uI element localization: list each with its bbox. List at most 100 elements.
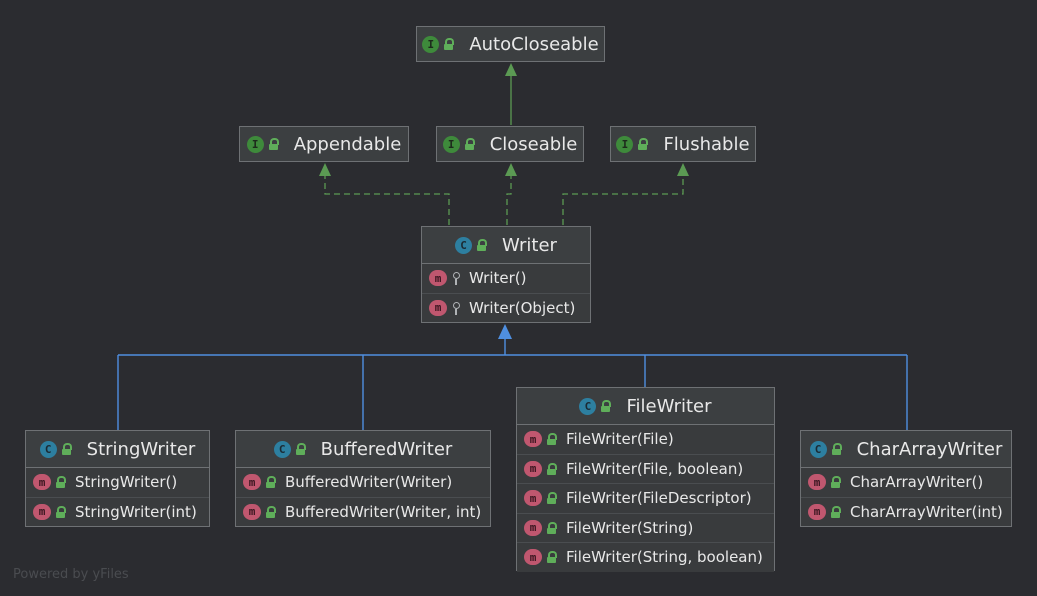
node-title: AutoCloseable: [469, 33, 599, 55]
method-icon: m: [33, 503, 51, 520]
method-icon: m: [524, 431, 542, 448]
lock-icon: [61, 443, 72, 455]
member-row[interactable]: m CharArrayWriter(): [801, 468, 1011, 498]
lock-icon: [476, 239, 488, 251]
node-title: Writer: [502, 234, 557, 256]
lock-icon: [546, 433, 557, 446]
lock-icon: [546, 521, 557, 534]
lock-icon: [464, 138, 475, 150]
arrowhead-closeable: [505, 163, 517, 176]
method-icon: m: [524, 549, 542, 566]
lock-icon: [265, 505, 276, 518]
member-row[interactable]: m BufferedWriter(Writer): [236, 468, 490, 498]
lock-icon: [443, 38, 455, 50]
member-list: m BufferedWriter(Writer) m BufferedWrite…: [236, 467, 490, 526]
edge-writer-appendable: [324, 176, 450, 225]
class-icon: C: [809, 440, 827, 458]
member-list: m FileWriter(File) m FileWriter(File, bo…: [517, 424, 774, 572]
member-row[interactable]: m FileWriter(String, boolean): [517, 543, 774, 572]
node-filewriter[interactable]: C FileWriter m FileWriter(File) m FileWr…: [516, 387, 775, 572]
arrowhead-flushable: [677, 163, 689, 176]
interface-icon: I: [246, 135, 264, 153]
node-title: Flushable: [663, 133, 750, 155]
interface-icon: I: [442, 135, 460, 153]
method-icon: m: [429, 299, 447, 316]
method-icon: m: [524, 460, 542, 477]
class-icon: C: [39, 440, 57, 458]
member-row[interactable]: m StringWriter(): [26, 468, 209, 498]
class-icon: C: [273, 440, 291, 458]
arrowhead-appendable: [319, 163, 331, 176]
method-icon: m: [524, 519, 542, 536]
lock-icon: [546, 551, 557, 564]
member-label: FileWriter(String): [566, 518, 694, 537]
node-closeable[interactable]: I Closeable: [436, 126, 584, 162]
node-chararraywriter[interactable]: C CharArrayWriter m CharArrayWriter() m …: [800, 430, 1012, 527]
node-title: BufferedWriter: [320, 438, 453, 460]
lock-icon: [600, 400, 612, 412]
key-icon: [451, 301, 461, 315]
member-label: FileWriter(File): [566, 430, 674, 449]
member-label: Writer(Object): [469, 298, 576, 317]
member-row[interactable]: m FileWriter(String): [517, 514, 774, 543]
member-row[interactable]: m FileWriter(File): [517, 425, 774, 455]
lock-icon: [265, 476, 276, 489]
interface-icon: I: [616, 135, 634, 153]
edge-closeable-autocloseable: [505, 63, 517, 125]
member-label: BufferedWriter(Writer): [285, 473, 453, 492]
lock-icon: [55, 505, 66, 518]
member-row[interactable]: m BufferedWriter(Writer, int): [236, 498, 490, 527]
node-title: FileWriter: [626, 395, 712, 417]
arrowhead-writer: [498, 324, 512, 339]
lock-icon: [546, 492, 557, 505]
key-icon: [451, 272, 461, 286]
method-icon: m: [243, 503, 261, 520]
lock-icon: [55, 476, 66, 489]
edge-writer-flushable: [562, 176, 684, 225]
member-row[interactable]: m FileWriter(File, boolean): [517, 455, 774, 484]
method-icon: m: [243, 474, 261, 491]
edge-subclasses-writer: [117, 338, 908, 430]
lock-icon: [830, 476, 841, 489]
lock-icon: [546, 462, 557, 475]
node-stringwriter[interactable]: C StringWriter m StringWriter() m String…: [25, 430, 210, 527]
node-title: Appendable: [293, 133, 402, 155]
member-label: FileWriter(String, boolean): [566, 548, 763, 567]
lock-icon: [295, 443, 306, 455]
method-icon: m: [808, 503, 826, 520]
lock-icon: [268, 138, 279, 150]
member-row[interactable]: m Writer(): [422, 264, 590, 294]
member-row[interactable]: m FileWriter(FileDescriptor): [517, 484, 774, 514]
member-label: FileWriter(FileDescriptor): [566, 489, 752, 508]
member-row[interactable]: m StringWriter(int): [26, 498, 209, 527]
method-icon: m: [429, 270, 447, 287]
node-writer[interactable]: C Writer m Writer() m Writer(Object): [421, 226, 591, 323]
node-appendable[interactable]: I Appendable: [239, 126, 409, 162]
node-title: Closeable: [489, 133, 578, 155]
node-bufferedwriter[interactable]: C BufferedWriter m BufferedWriter(Writer…: [235, 430, 491, 527]
member-list: m StringWriter() m StringWriter(int): [26, 467, 209, 526]
class-icon: C: [579, 397, 597, 415]
member-label: CharArrayWriter(int): [850, 502, 1003, 521]
interface-icon: I: [422, 35, 440, 53]
method-icon: m: [524, 490, 542, 507]
member-label: FileWriter(File, boolean): [566, 459, 744, 478]
node-title: StringWriter: [86, 438, 196, 460]
lock-icon: [830, 505, 841, 518]
member-label: Writer(): [469, 269, 527, 288]
member-label: StringWriter(): [75, 473, 178, 492]
method-icon: m: [808, 474, 826, 491]
node-autocloseable[interactable]: I AutoCloseable: [416, 26, 605, 62]
member-list: m Writer() m Writer(Object): [422, 263, 590, 322]
method-icon: m: [33, 474, 51, 491]
member-label: StringWriter(int): [75, 502, 197, 521]
member-label: BufferedWriter(Writer, int): [285, 502, 482, 521]
edge-writer-closeable: [506, 176, 512, 225]
footer-watermark: Powered by yFiles: [13, 567, 129, 582]
node-flushable[interactable]: I Flushable: [610, 126, 756, 162]
lock-icon: [637, 138, 649, 150]
member-row[interactable]: m CharArrayWriter(int): [801, 498, 1011, 527]
member-row[interactable]: m Writer(Object): [422, 294, 590, 323]
class-icon: C: [455, 236, 473, 254]
